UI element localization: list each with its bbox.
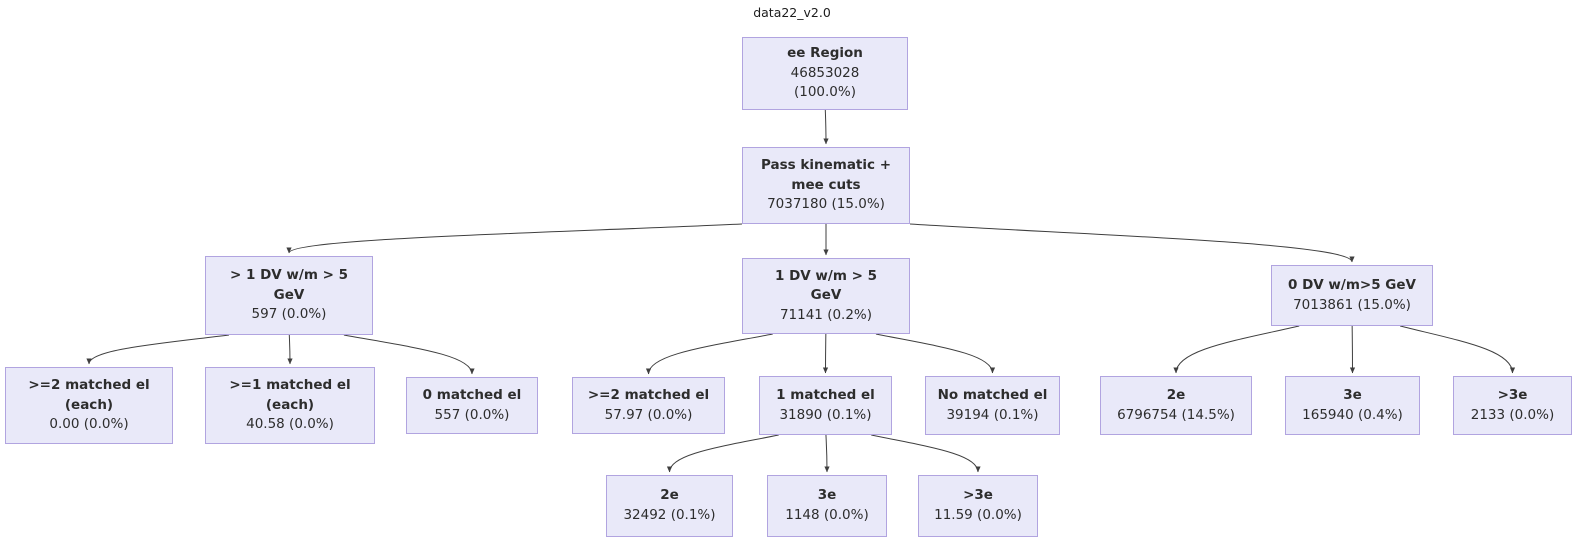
node-title-line: >3e [1497,386,1528,403]
flow-node-zero-matched: 0 matched el 557 (0.0%) [406,377,538,434]
node-value-line: 165940 (0.4%) [1302,406,1403,423]
flow-node-one-matched: 1 matched el 31890 (0.1%) [759,376,892,435]
node-value-line: 57.97 (0.0%) [604,406,693,423]
node-value-line: 7037180 (15.0%) [767,196,885,213]
flow-node-m1-3e: 3e 1148 (0.0%) [767,475,887,537]
node-title-line: 2e [1166,386,1186,403]
diagram-title: data22_v2.0 [753,5,831,20]
node-title-line: (each) [265,396,315,413]
node-title-line: 0 matched el [422,386,522,403]
node-value-line: 1148 (0.0%) [785,507,869,523]
node-title-line: 1 DV w/m > 5 [774,267,878,284]
node-title-line: >=1 matched el [229,377,351,394]
node-value-line: 557 (0.0%) [434,406,510,423]
node-title-line: ee Region [787,45,863,62]
flow-node-m1-gt3e: >3e 11.59 (0.0%) [918,475,1038,537]
flow-node-dv0-2e: 2e 6796754 (14.5%) [1100,376,1252,435]
flow-node-m1-2e: 2e 32492 (0.1%) [606,475,733,537]
flow-node-zero-dv: 0 DV w/m>5 GeV 7013861 (15.0%) [1271,265,1433,326]
node-value-line: (100.0%) [793,84,856,101]
node-title-line: 0 DV w/m>5 GeV [1287,276,1416,293]
node-title-line: (each) [64,396,114,413]
node-title-line: >=2 matched el [587,386,710,403]
flow-node-dv0-3e: 3e 165940 (0.4%) [1285,376,1420,435]
flow-node-dv0-gt3e: >3e 2133 (0.0%) [1453,376,1572,435]
node-title-line: > 1 DV w/m > 5 [229,267,349,284]
node-value-line: 2133 (0.0%) [1470,406,1555,423]
node-value-line: 40.58 (0.0%) [246,416,334,433]
flow-node-no-matched: No matched el 39194 (0.1%) [925,376,1060,435]
flow-node-pass-kinematic-mee-cuts: Pass kinematic + mee cuts 7037180 (15.0%) [742,147,910,224]
flow-node-gt1-dv: > 1 DV w/m > 5 GeV 597 (0.0%) [205,256,373,335]
node-value-line: 46853028 [790,64,860,81]
node-title-line: 2e [660,487,679,504]
node-value-line: 31890 (0.1%) [779,406,872,423]
flow-node-ee-region: ee Region 46853028 (100.0%) [742,37,908,110]
node-value-line: 6796754 (14.5%) [1117,406,1235,423]
node-title-line: Pass kinematic + [760,157,892,174]
node-title-line: mee cuts [791,176,861,193]
node-title-line: GeV [810,287,842,304]
node-value-line: 32492 (0.1%) [623,507,716,523]
flow-node-ge2-matched-each: >=2 matched el (each) 0.00 (0.0%) [5,367,173,444]
node-value-line: 11.59 (0.0%) [934,507,1022,523]
node-value-line: 39194 (0.1%) [946,406,1039,423]
node-title-line: GeV [273,286,305,303]
node-title-line: 3e [1343,386,1362,403]
flow-node-ge1-matched-each: >=1 matched el (each) 40.58 (0.0%) [205,367,375,444]
flow-node-ge2-matched: >=2 matched el 57.97 (0.0%) [572,377,725,434]
node-value-line: 0.00 (0.0%) [49,416,129,433]
flow-node-one-dv: 1 DV w/m > 5 GeV 71141 (0.2%) [742,258,910,334]
node-value-line: 71141 (0.2%) [779,306,873,323]
node-title-line: 1 matched el [776,386,875,403]
node-title-line: >3e [963,487,993,504]
node-title-line: 3e [817,487,837,504]
node-value-line: 597 (0.0%) [251,306,327,323]
node-title-line: No matched el [937,386,1048,403]
node-value-line: 7013861 (15.0%) [1293,296,1411,313]
node-title-line: >=2 matched el [28,377,150,394]
